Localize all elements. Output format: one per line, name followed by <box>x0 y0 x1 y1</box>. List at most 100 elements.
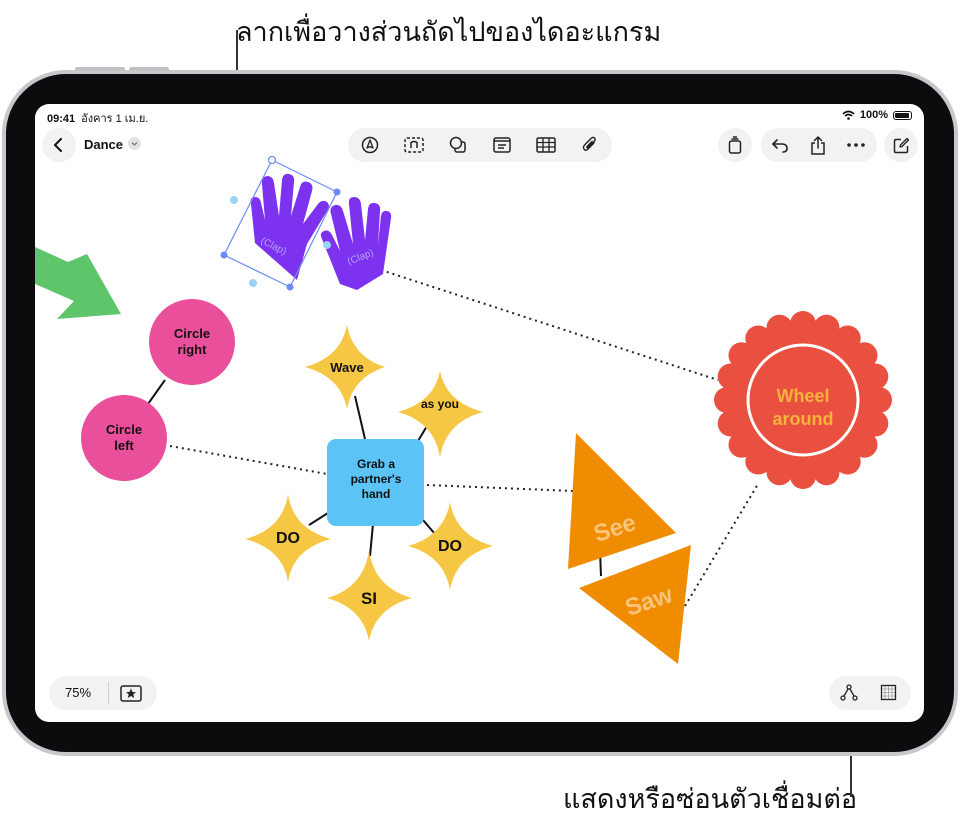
add-connection-handle[interactable] <box>323 241 331 249</box>
share-icon <box>811 135 825 155</box>
saw-triangle-shape[interactable] <box>579 545 691 664</box>
green-arrow-shape[interactable] <box>35 247 121 319</box>
wheel-scallop <box>745 325 772 352</box>
view-controls <box>829 676 911 710</box>
shapes-tool-button[interactable] <box>436 128 480 162</box>
wheel-scallop <box>714 387 740 413</box>
chevron-left-icon <box>54 138 62 152</box>
wheel-scallop <box>717 410 744 437</box>
as-you-star-shape[interactable] <box>398 371 483 457</box>
connector-circle-grab[interactable] <box>169 445 328 475</box>
volume-button <box>129 67 169 72</box>
si-label: SI <box>360 589 378 608</box>
circle-left-shape[interactable] <box>81 395 167 481</box>
connector-grab-si[interactable] <box>369 523 374 557</box>
sticky-note-tool-button[interactable] <box>480 128 524 162</box>
board-canvas[interactable] <box>35 104 924 722</box>
stack-button[interactable] <box>718 128 752 162</box>
grab-box-shape[interactable] <box>327 439 424 526</box>
do-right-label: DO <box>438 538 462 555</box>
wheel-inner-ring <box>746 343 860 457</box>
connector-grab-do-right[interactable] <box>422 519 436 535</box>
circle-right-label: Circle right <box>173 326 211 358</box>
sticky-note-icon <box>493 137 511 153</box>
undo-icon <box>772 139 788 153</box>
zoom-control: 75% <box>49 676 157 710</box>
callout-toggle-connectors: แสดงหรือซ่อนตัวเชื่อมต่อ <box>563 784 858 815</box>
wheel-scallop <box>834 448 861 475</box>
more-icon <box>847 143 865 147</box>
do-left-star-shape[interactable] <box>245 494 331 582</box>
si-star-shape[interactable] <box>327 551 412 641</box>
shapes-icon <box>449 136 466 153</box>
wave-star-shape[interactable] <box>305 325 385 409</box>
do-left-label: DO <box>276 530 300 547</box>
connector-grab-do-left[interactable] <box>308 512 329 526</box>
stack-icon <box>728 136 742 154</box>
wheel-scallop <box>834 325 861 352</box>
status-bar-left: 09:41 อังคาร 1 เม.ย. <box>47 109 148 127</box>
more-button[interactable] <box>837 128 875 162</box>
left-hand-shape[interactable] <box>250 173 330 280</box>
right-hand-shape[interactable] <box>320 197 392 290</box>
connector-wave-grab[interactable] <box>354 395 366 440</box>
wheel-scallop <box>813 459 840 486</box>
grid-icon[interactable] <box>880 684 897 701</box>
connector-icon[interactable] <box>840 684 858 702</box>
insert-toolbar <box>348 128 612 162</box>
wave-label: Wave <box>330 360 364 375</box>
wheel-scallop <box>790 463 816 489</box>
star-icon[interactable] <box>120 685 142 702</box>
wheel-scallop <box>790 311 816 337</box>
zoom-level[interactable]: 75% <box>65 685 92 700</box>
wheel-scallop <box>851 342 878 369</box>
wheel-scallop <box>813 314 840 341</box>
selection-handle[interactable] <box>333 188 341 196</box>
add-connection-handle[interactable] <box>249 279 257 287</box>
title-menu-button[interactable] <box>128 137 141 150</box>
share-button[interactable] <box>799 128 837 162</box>
wheel-scallop <box>851 431 878 458</box>
do-right-star-shape[interactable] <box>408 502 493 590</box>
circle-left-label: Circle left <box>105 422 143 454</box>
connector-hands-wheel[interactable] <box>380 269 719 381</box>
attachment-tool-button[interactable] <box>568 128 612 162</box>
connector-saw-wheel[interactable] <box>684 483 759 607</box>
zoom-divider <box>108 682 109 704</box>
connector-asyou-grab[interactable] <box>417 425 428 442</box>
status-time: 09:41 <box>47 113 76 125</box>
add-connection-handle[interactable] <box>230 196 238 204</box>
selection-handle[interactable] <box>220 251 228 259</box>
connector-grab-see[interactable] <box>426 484 574 492</box>
wheel-scallop <box>766 314 793 341</box>
wifi-icon <box>842 110 855 120</box>
circle-right-shape[interactable] <box>149 299 235 385</box>
clap-hands-shape[interactable] <box>250 173 392 290</box>
pen-tool-button[interactable] <box>348 128 392 162</box>
as-you-label: as you <box>420 397 459 411</box>
wheel-scallop <box>766 459 793 486</box>
selection-handle[interactable] <box>286 283 294 291</box>
action-toolbar <box>761 128 877 162</box>
back-button[interactable] <box>42 128 76 162</box>
board-title[interactable]: Dance <box>84 137 124 152</box>
attachment-icon <box>582 136 596 151</box>
wheel-scallop <box>717 363 744 390</box>
connector-circles[interactable] <box>147 379 166 405</box>
table-icon <box>536 137 556 153</box>
see-triangle-shape[interactable] <box>568 433 676 569</box>
compose-button[interactable] <box>884 128 918 162</box>
text-tool-button[interactable] <box>392 128 436 162</box>
undo-button[interactable] <box>761 128 799 162</box>
grab-label: Grab a partner's hand <box>350 457 402 501</box>
table-tool-button[interactable] <box>524 128 568 162</box>
selection-handle[interactable] <box>267 155 277 165</box>
volume-button <box>75 67 125 72</box>
status-date: อังคาร 1 เม.ย. <box>81 113 149 125</box>
chevron-down-icon <box>131 142 138 146</box>
wheel-scallop <box>728 431 755 458</box>
wheel-scallop <box>866 387 892 413</box>
battery-percent: 100% <box>859 109 888 121</box>
compose-icon <box>893 137 909 153</box>
wheel-scallop <box>745 448 772 475</box>
